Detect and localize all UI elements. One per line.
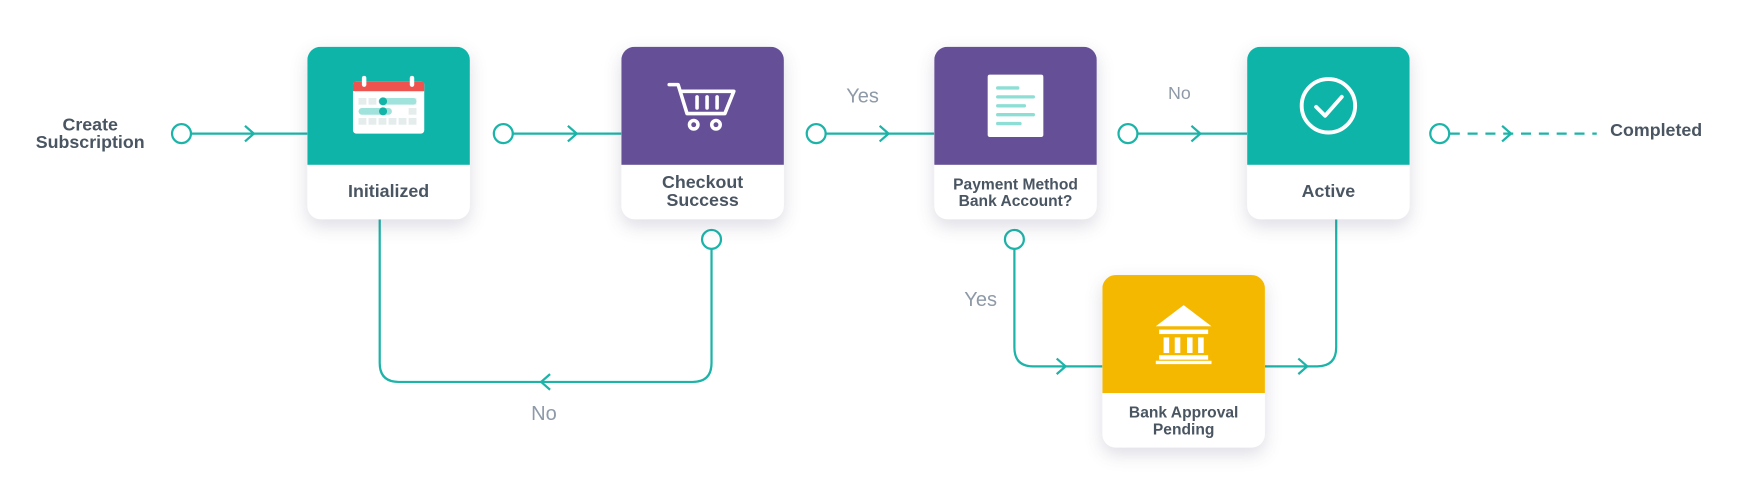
node-payment-label-line2: Bank Account?: [958, 190, 1073, 209]
arrow-head: [244, 124, 256, 143]
node-checkout-label: Checkout Success: [621, 165, 784, 220]
node-initialized-header: [307, 46, 470, 165]
port-circle: [1003, 228, 1025, 250]
start-label: Create Subscription: [29, 115, 151, 153]
arrow-head: [539, 373, 551, 391]
node-checkout-label-line2: Success: [666, 190, 739, 210]
port-circle: [170, 123, 193, 145]
arrow-head: [1055, 357, 1068, 375]
node-checkout-success: Checkout Success: [621, 46, 784, 220]
port-circle: [492, 123, 514, 145]
shopping-cart-icon: [667, 82, 736, 131]
node-initialized-label: Initialized: [348, 182, 430, 201]
node-bank-label-line2: Pending: [1152, 419, 1215, 438]
calendar-icon: [352, 75, 425, 134]
check-circle-icon: [1299, 77, 1358, 135]
arrow-head: [567, 124, 579, 143]
connector-bank-active: [1263, 219, 1338, 368]
arrow-head: [1190, 124, 1203, 143]
node-active: Active: [1247, 46, 1410, 220]
node-bank-header: [1102, 275, 1265, 394]
node-bank-approval: Bank Approval Pending: [1102, 275, 1265, 448]
port-circle: [805, 123, 827, 145]
node-active-label: Active: [1301, 182, 1356, 201]
port-circle: [1117, 123, 1139, 145]
arrow-head: [878, 124, 891, 143]
edge-label-payment-bank: Yes: [964, 288, 998, 311]
connector-checkout-back-initialized: [378, 219, 713, 384]
document-icon: [987, 74, 1044, 137]
start-label-line2: Subscription: [35, 133, 145, 153]
node-checkout-header: [621, 46, 784, 165]
start-label-line1: Create: [62, 115, 118, 135]
node-bank-label: Bank Approval Pending: [1102, 393, 1265, 448]
edge-label-payment-active: No: [1168, 84, 1191, 104]
bank-icon: [1155, 305, 1212, 365]
node-active-header: [1247, 46, 1410, 165]
node-payment-header: [934, 46, 1097, 165]
node-bank-label-line1: Bank Approval: [1128, 402, 1239, 421]
node-payment-label: Payment Method Bank Account?: [934, 165, 1097, 220]
port-circle: [1429, 123, 1451, 145]
edge-label-checkout-payment: Yes: [846, 84, 879, 107]
arrow-head: [1297, 357, 1309, 375]
arrow-head: [1501, 124, 1513, 143]
node-initialized: Initialized: [307, 46, 470, 220]
end-label: Completed: [1610, 121, 1703, 141]
connector-payment-bank: [1013, 249, 1103, 368]
node-payment-label-line1: Payment Method: [953, 174, 1078, 193]
port-circle: [700, 228, 723, 250]
node-checkout-label-line1: Checkout: [662, 173, 744, 193]
edge-label-checkout-initialized: No: [531, 401, 557, 425]
node-payment-method: Payment Method Bank Account?: [934, 46, 1097, 220]
